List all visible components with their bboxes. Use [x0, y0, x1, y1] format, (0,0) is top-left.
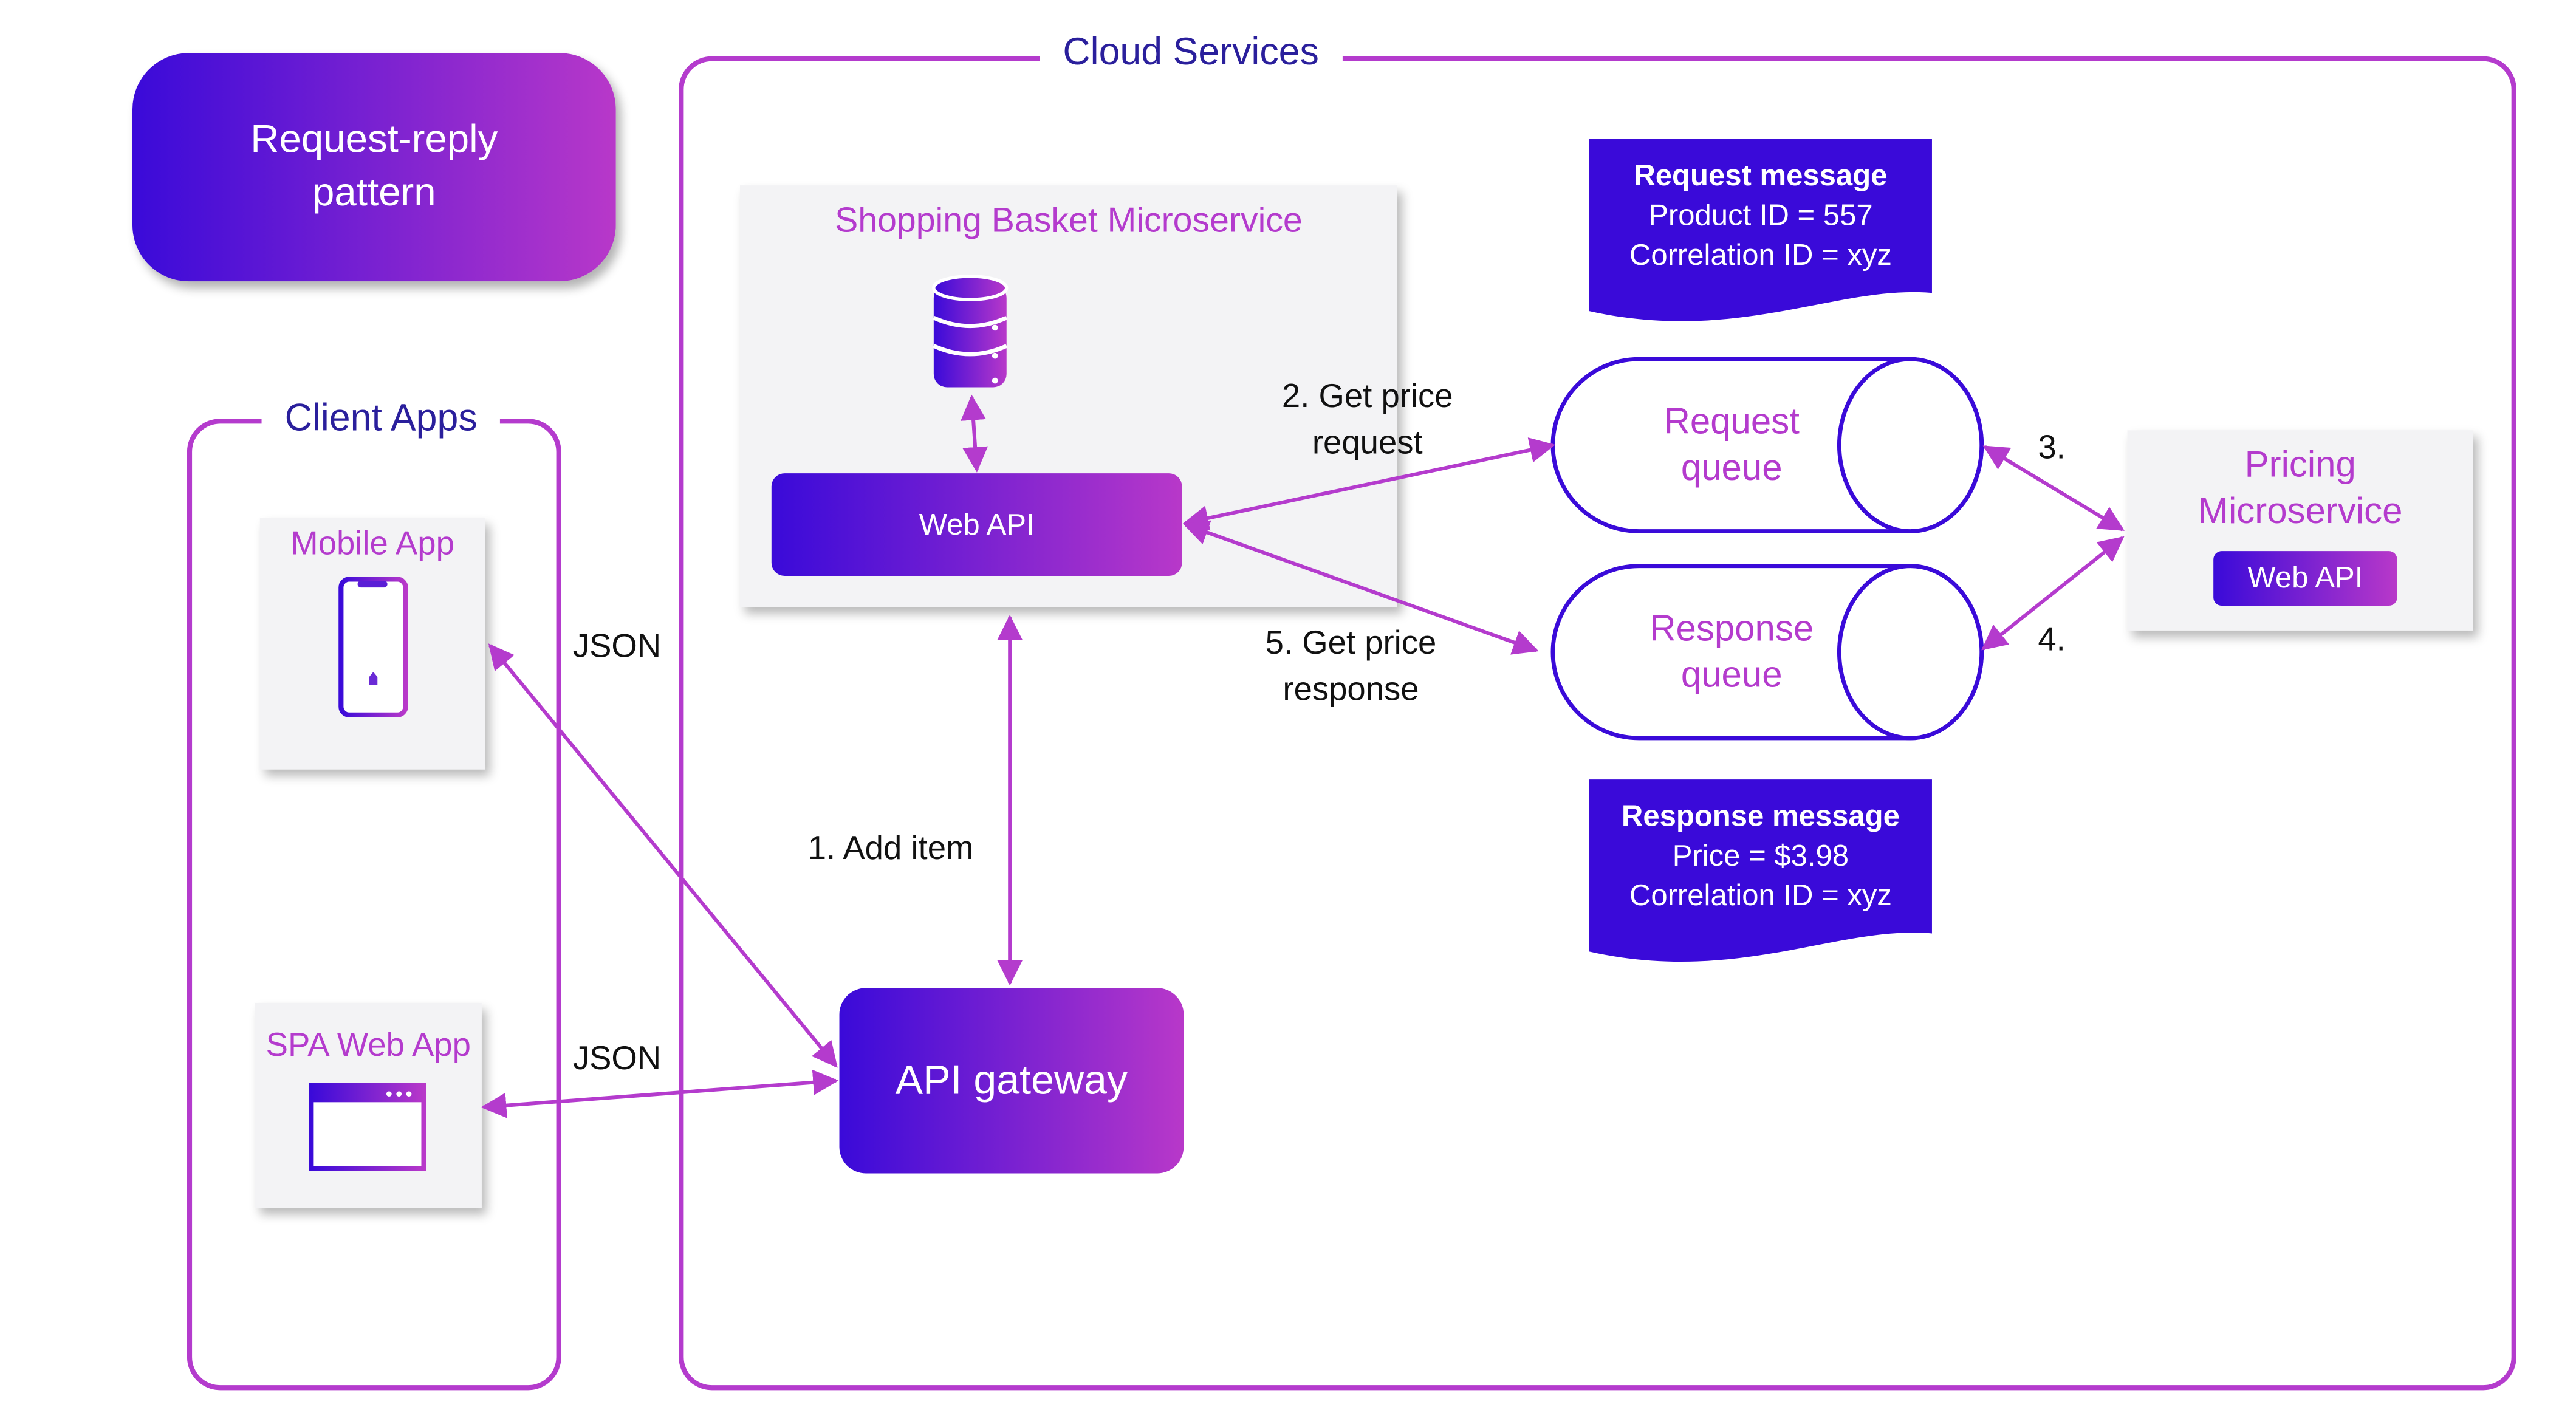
response-message-correlation: Correlation ID = xyz [1629, 878, 1892, 912]
db-webapi-arrow [961, 394, 988, 473]
get-price-response-arrow [1183, 520, 1539, 655]
client-apps-title: Client Apps [261, 395, 501, 440]
mobile-app-title: Mobile App [290, 526, 454, 563]
request-message-shape [1589, 139, 1932, 321]
shopping-basket-title: Shopping Basket Microservice [835, 202, 1303, 241]
response-message-shape [1589, 779, 1932, 962]
cloud-services-title: Cloud Services [1040, 30, 1343, 75]
pattern-title: Request-reply pattern [250, 117, 498, 216]
get-price-response-line2: response [1283, 672, 1419, 708]
mobile-gateway-arrow [488, 643, 838, 1068]
request-queue-pricing-arrow [1982, 445, 2125, 532]
get-price-response-line1: 5. Get price [1265, 625, 1437, 662]
pricing-web-api: Web API [2213, 551, 2397, 606]
step-3-label: 3. [2038, 430, 2066, 467]
get-price-request-line2: request [1312, 425, 1423, 462]
spa-gateway-arrow [481, 1069, 839, 1118]
json-label-spa: JSON [572, 1041, 662, 1078]
get-price-request-label: 2. Get price request [1258, 374, 1477, 467]
mobile-phone-icon [338, 577, 408, 717]
api-gateway-label: API gateway [895, 1056, 1128, 1103]
pattern-badge: Request-reply pattern [132, 53, 616, 282]
request-message-product: Product ID = 557 [1648, 198, 1873, 232]
basket-web-api: Web API [771, 473, 1182, 577]
response-queue-line2: queue [1680, 654, 1783, 696]
add-item-label: 1. Add item [807, 830, 974, 868]
request-queue-line2: queue [1680, 447, 1783, 488]
response-message-price: Price = $3.98 [1672, 839, 1849, 872]
mobile-app-panel: Mobile App [259, 518, 485, 770]
get-price-request-arrow [1182, 437, 1556, 531]
basket-web-api-label: Web API [919, 507, 1035, 541]
pricing-microservice-title: Pricing Microservice [2198, 443, 2403, 532]
get-price-response-label: 5. Get price response [1242, 621, 1461, 714]
json-label-mobile: JSON [572, 629, 662, 666]
response-message-title: Response message [1621, 799, 1900, 833]
request-message-title: Request message [1634, 159, 1888, 193]
browser-window-icon [309, 1083, 426, 1171]
database-icon [932, 275, 1009, 388]
step-4-label: 4. [2038, 622, 2066, 659]
request-queue-line1: Request [1663, 400, 1800, 442]
api-gateway: API gateway [839, 988, 1184, 1174]
pricing-response-queue-arrow [1981, 536, 2125, 651]
request-message-correlation: Correlation ID = xyz [1629, 238, 1892, 272]
response-queue-line1: Response [1649, 607, 1814, 649]
request-queue-label: Request queue [1603, 399, 1861, 492]
spa-web-app-title: SPA Web App [265, 1027, 471, 1064]
get-price-request-line1: 2. Get price [1281, 378, 1453, 416]
response-queue-label: Response queue [1603, 606, 1861, 699]
spa-web-app-panel: SPA Web App [255, 1002, 482, 1208]
pricing-web-api-label: Web API [2247, 561, 2363, 594]
